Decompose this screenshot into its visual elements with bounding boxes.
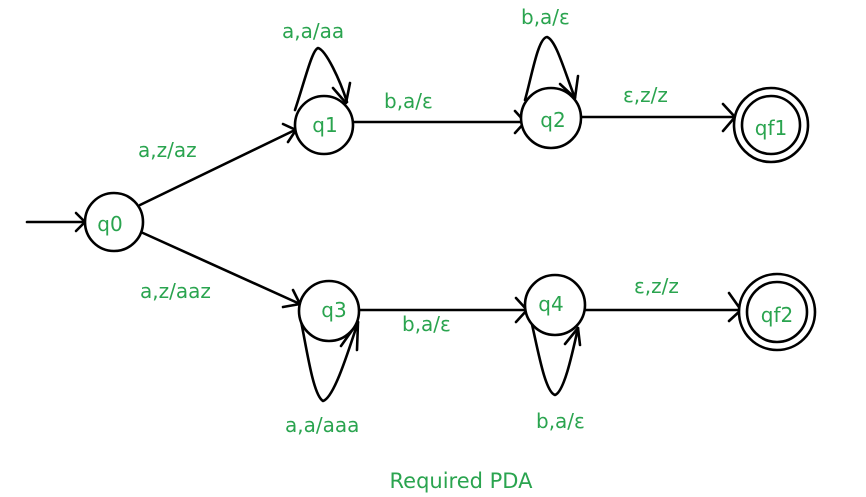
state-q0: q0 [83, 191, 145, 253]
transition-label: b,a/ε [402, 312, 451, 336]
transition-q4-qf2: ε,z/z [583, 274, 743, 323]
state-label: q2 [540, 108, 565, 132]
transition-q4-self: b,a/ε [529, 318, 585, 433]
transition-label: b,a/ε [384, 89, 433, 113]
state-q2: q2 [519, 86, 583, 150]
transition-label: ε,z/z [623, 83, 668, 107]
transition-q3-q4: b,a/ε [358, 296, 529, 336]
state-q3: q3 [297, 279, 361, 343]
transition-q1-q2: b,a/ε [352, 89, 527, 135]
transition-label: a,a/aaa [285, 413, 359, 437]
transition-label: b,a/ε [521, 5, 570, 29]
state-qf1[interactable]: qf1 [732, 86, 810, 164]
transition-q3-self: a,a/aaa [285, 314, 359, 437]
state-label: qf2 [761, 303, 793, 327]
transition-q2-self: b,a/ε [521, 5, 580, 102]
transition-label: a,a/aa [282, 19, 344, 43]
transition-label: a,z/aaz [140, 279, 211, 303]
start-arrow [25, 211, 87, 233]
state-label: q3 [321, 298, 346, 322]
transition-label: b,a/ε [536, 409, 585, 433]
state-q1: q1 [293, 94, 355, 156]
state-label: q0 [97, 212, 122, 236]
transition-label: ε,z/z [634, 274, 679, 298]
state-label: q4 [538, 292, 563, 316]
state-q4: q4 [523, 273, 587, 337]
transition-q1-self: a,a/aa [282, 19, 352, 112]
transition-q0-q3: a,z/aaz [140, 231, 302, 309]
diagram-caption: Required PDA [390, 469, 534, 493]
transition-q0-q1: a,z/az [138, 122, 298, 207]
state-qf2[interactable]: qf2 [737, 272, 817, 352]
transition-q2-qf1: ε,z/z [579, 83, 737, 133]
transition-label: a,z/az [138, 138, 197, 162]
state-label: q1 [312, 113, 337, 137]
state-label: qf1 [755, 116, 787, 140]
